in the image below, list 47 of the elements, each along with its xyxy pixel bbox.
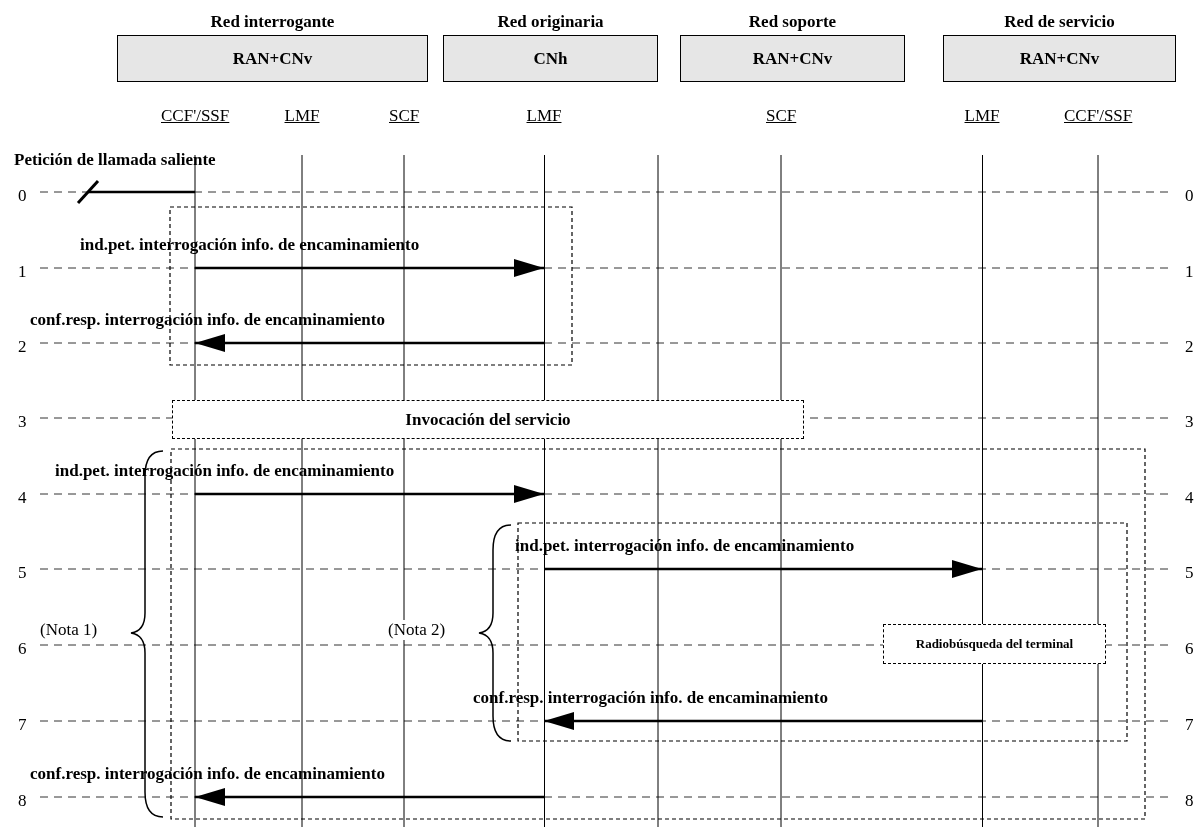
row-number: 8	[1185, 791, 1194, 811]
network-heading: Red de servicio	[1003, 12, 1116, 32]
message-arrow	[195, 259, 544, 277]
entity-label: LMF	[526, 106, 562, 126]
row-number: 3	[1185, 412, 1194, 432]
message-label: conf.resp. interrogación info. de encaminamiento	[30, 310, 385, 330]
message-arrow	[195, 788, 544, 806]
row-number: 4	[1185, 488, 1194, 508]
network-heading: Red originaria	[496, 12, 605, 32]
row-number: 4	[18, 488, 27, 508]
message-label: ind.pet. interrogación info. de encaminamiento	[80, 235, 420, 255]
note-label: (Nota 2)	[388, 620, 446, 640]
row-number: 2	[18, 337, 27, 357]
process-box: Invocación del servicio	[172, 400, 804, 439]
message-arrow	[544, 560, 982, 578]
note-label: (Nota 1)	[40, 620, 98, 640]
row-number: 1	[18, 262, 27, 282]
entity-label: SCF	[389, 106, 420, 126]
entity-label: LMF	[284, 106, 320, 126]
network-name: RAN+CNv	[752, 48, 833, 69]
entity-label: LMF	[964, 106, 1000, 126]
row-number: 2	[1185, 337, 1194, 357]
row-number: 0	[18, 186, 27, 206]
message-arrow	[195, 485, 544, 503]
row-number: 6	[1185, 639, 1194, 659]
network-name: CNh	[533, 48, 568, 69]
network-name: RAN+CNv	[1019, 48, 1100, 69]
message-arrow	[195, 334, 544, 352]
row-number: 0	[1185, 186, 1194, 206]
process-box: Radiobúsqueda del terminal	[883, 624, 1106, 664]
row-number: 1	[1185, 262, 1194, 282]
network-name: RAN+CNv	[232, 48, 313, 69]
row-number: 3	[18, 412, 27, 432]
message-arrow	[544, 712, 982, 730]
entity-label: CCF'/SSF	[1064, 106, 1133, 126]
message-label: Petición de llamada saliente	[14, 150, 216, 170]
network-heading: Red soporte	[747, 12, 838, 32]
entity-label: CCF'/SSF	[161, 106, 230, 126]
row-number: 6	[18, 639, 27, 659]
entity-label: SCF	[766, 106, 797, 126]
network-heading: Red interrogante	[209, 12, 336, 32]
row-number: 7	[18, 715, 27, 735]
row-number: 5	[18, 563, 27, 583]
incoming-line	[76, 179, 195, 205]
row-number: 7	[1185, 715, 1194, 735]
row-number: 8	[18, 791, 27, 811]
row-number: 5	[1185, 563, 1194, 583]
